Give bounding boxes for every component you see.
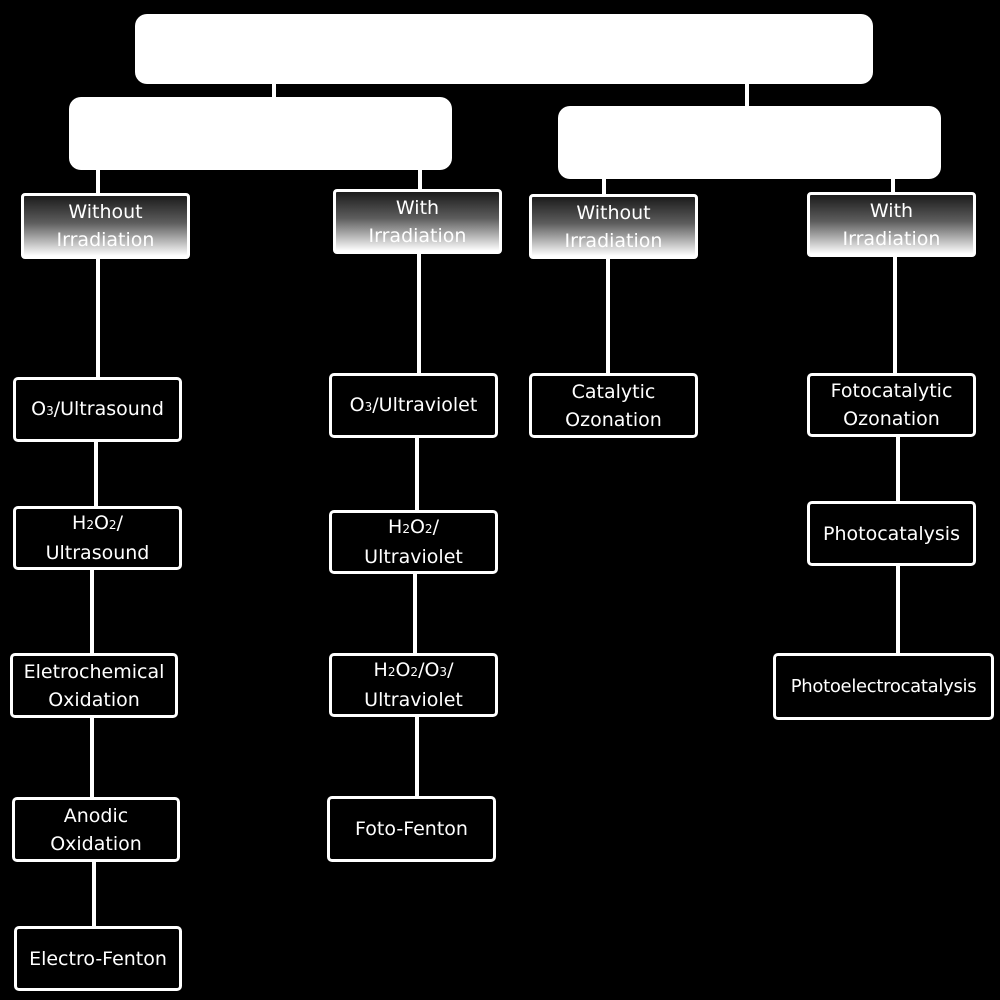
formula-subscript: 3	[46, 403, 54, 418]
formula-subscript: 2	[387, 665, 396, 679]
node-line2: Ultraviolet	[364, 689, 463, 711]
formula-part: O	[31, 397, 47, 420]
formula-part: H	[388, 516, 403, 538]
formula-subscript: 2	[86, 518, 94, 532]
node-text: Foto-Fenton	[355, 818, 468, 840]
node-line2: Oxidation	[48, 688, 140, 711]
formula-subscript: 2	[402, 522, 410, 536]
formula-subscript: 3	[439, 665, 448, 679]
node-line2: Ozonation	[843, 408, 940, 430]
node-eletrochemical-oxidation: Eletrochemical Oxidation	[10, 653, 178, 718]
heading-line1: With	[869, 199, 914, 222]
node-foto-fenton: Foto-Fenton	[327, 796, 496, 862]
heading-line2: Irradiation	[368, 224, 467, 247]
node-line2: Ozonation	[565, 408, 662, 431]
heading-line1: Without	[68, 201, 143, 223]
node-catalytic-ozonation: Catalytic Ozonation	[529, 373, 698, 438]
formula-subscript: 3	[364, 399, 373, 414]
branch-4-heading: With Irradiation	[807, 192, 976, 257]
branch-2-heading: With Irradiation	[333, 189, 502, 254]
node-anodic-oxidation: Anodic Oxidation	[12, 797, 180, 862]
node-line1: H2O2/O3/	[374, 656, 454, 686]
branch-3-heading: Without Irradiation	[529, 194, 698, 259]
node-electro-fenton: Electro-Fenton	[14, 926, 182, 991]
formula-part: H	[373, 659, 388, 681]
formula-subscript: 2	[108, 518, 117, 532]
node-line2: Oxidation	[50, 832, 142, 855]
formula-part: O	[395, 659, 411, 681]
node-line2: Ultraviolet	[364, 546, 463, 568]
heading-line1: With	[395, 196, 440, 219]
heading-line2: Irradiation	[564, 229, 663, 252]
formula-part: /	[432, 516, 439, 538]
node-h2o2-o3-ultraviolet: H2O2/O3/ Ultraviolet	[329, 653, 498, 717]
formula-part: O	[349, 393, 365, 416]
node-line1: Eletrochemical	[23, 660, 165, 683]
node-text: Photoelectrocatalysis	[790, 675, 977, 697]
category-box-right	[558, 106, 941, 179]
formula-part: O	[409, 516, 425, 538]
formula-subscript: 2	[424, 522, 433, 536]
formula-part: O	[93, 512, 109, 534]
branch-1-heading: Without Irradiation	[21, 193, 190, 259]
node-h2o2-ultrasound: H2O2/ Ultrasound	[13, 506, 182, 570]
node-line1: Catalytic	[571, 380, 656, 403]
node-h2o2-ultraviolet: H2O2/ Ultraviolet	[329, 510, 498, 574]
node-line1: H2O2/	[388, 513, 439, 543]
formula-subscript: 2	[410, 665, 419, 679]
node-o3-ultrasound: O3/Ultrasound	[13, 377, 182, 442]
heading-line1: Without	[576, 201, 651, 224]
node-line2: Ultrasound	[45, 542, 150, 564]
node-text: O3/Ultraviolet	[350, 391, 478, 421]
formula-part: /	[447, 659, 454, 681]
node-o3-ultraviolet: O3/Ultraviolet	[329, 373, 498, 438]
formula-part: /Ultraviolet	[372, 393, 478, 416]
node-line1: Fotocatalytic	[830, 380, 953, 402]
heading-line2: Irradiation	[842, 227, 941, 250]
node-photoelectrocatalysis: Photoelectrocatalysis	[773, 653, 994, 720]
category-box-left	[69, 97, 452, 170]
node-text: Photocatalysis	[823, 522, 960, 545]
node-line1: Anodic	[63, 804, 129, 827]
formula-part: /O	[418, 659, 440, 681]
heading-line2: Irradiation	[56, 229, 155, 251]
node-text: Electro-Fenton	[29, 947, 167, 970]
node-text: O3/Ultrasound	[31, 395, 164, 425]
formula-part: H	[72, 512, 87, 534]
node-fotocatalytic-ozonation: Fotocatalytic Ozonation	[807, 373, 976, 437]
formula-part: /Ultrasound	[53, 397, 164, 420]
root-category-box	[135, 14, 873, 84]
formula-part: /	[116, 512, 123, 534]
node-line1: H2O2/	[72, 509, 123, 539]
node-photocatalysis: Photocatalysis	[807, 501, 976, 566]
